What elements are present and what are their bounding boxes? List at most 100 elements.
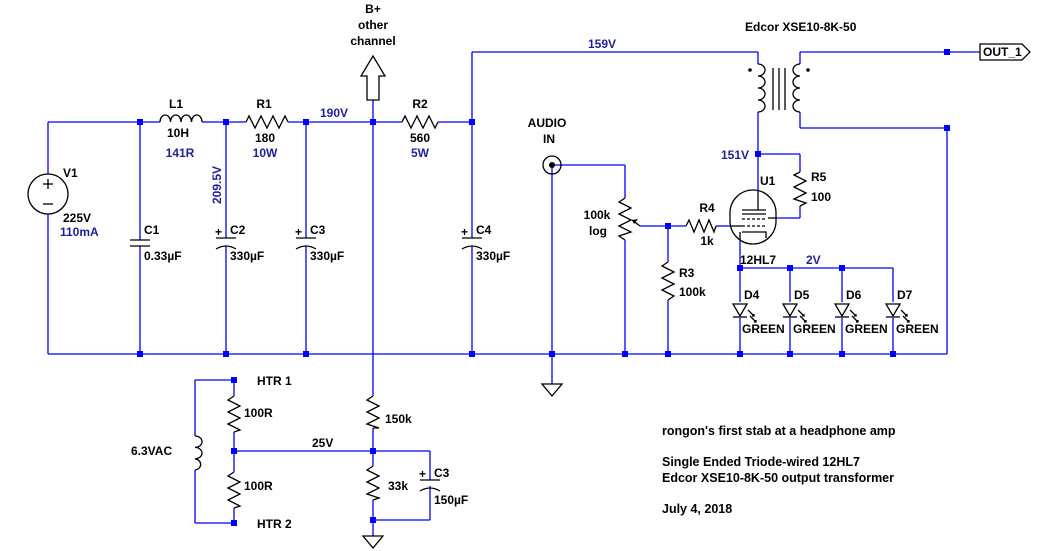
r5-name: R5 [811, 170, 827, 184]
transformer-label: Edcor XSE10-8K-50 [745, 20, 857, 34]
voltage-209v: 209.5V [210, 166, 224, 204]
r2-resistor [401, 114, 439, 130]
c4-capacitor: + [461, 225, 483, 250]
diode-d6 [833, 303, 859, 323]
voltage-labels: 209.5V 190V 159V 151V 2V 25V [210, 37, 821, 450]
diode-d5 [781, 303, 807, 323]
r2-value: 560 [410, 131, 430, 145]
d7-value: GREEN [896, 322, 939, 336]
note-title: rongon's first stab at a headphone amp [662, 424, 896, 438]
d4-name: D4 [744, 288, 760, 302]
note-date: July 4, 2018 [662, 502, 732, 516]
d7-name: D7 [897, 288, 913, 302]
u1-type: 12HL7 [740, 253, 776, 267]
r5-resistor [792, 171, 808, 207]
audio-label-2: IN [543, 132, 555, 146]
r1-name: R1 [256, 97, 272, 111]
bplus-label-2: other [358, 18, 388, 32]
v1-name: V1 [63, 166, 78, 180]
r2-name: R2 [412, 97, 428, 111]
diode-d7 [884, 303, 910, 323]
r100-top [226, 395, 242, 433]
volume-potentiometer [617, 197, 641, 241]
c3b-value: 150µF [434, 493, 468, 507]
r1-value: 180 [255, 131, 275, 145]
svg-text:+: + [461, 225, 468, 239]
c3-name: C3 [310, 223, 326, 237]
r2-power: 5W [411, 146, 430, 160]
d5-value: GREEN [793, 322, 836, 336]
r100-bottom [226, 471, 242, 509]
voltage-159v: 159V [588, 37, 616, 51]
voltage-25v: 25V [312, 436, 333, 450]
svg-text:+: + [215, 225, 222, 239]
r150k-label: 150k [385, 412, 412, 426]
d6-name: D6 [846, 288, 862, 302]
v1-voltage-source [27, 173, 69, 215]
out-label: OUT_1 [983, 45, 1022, 59]
ground-icon-audio [540, 383, 564, 398]
r33k-label: 33k [388, 479, 408, 493]
c3b-name: C3 [434, 466, 450, 480]
pot-value: 100k [584, 208, 611, 222]
r4-name: R4 [699, 201, 715, 215]
r4-resistor [685, 218, 717, 234]
r3-resistor [660, 261, 676, 301]
r100-top-label: 100R [244, 406, 273, 420]
voltage-2v: 2V [806, 253, 821, 267]
wires [47, 51, 980, 536]
bplus-label-3: channel [350, 34, 395, 48]
d6-value: GREEN [845, 322, 888, 336]
note-line-1: Single Ended Triode-wired 12HL7 [662, 455, 860, 469]
c1-name: C1 [144, 223, 160, 237]
output-transformer [748, 63, 810, 113]
c4-name: C4 [476, 223, 492, 237]
r1-resistor [245, 114, 289, 130]
component-labels: B+ other channel Edcor XSE10-8K-50 OUT_1… [60, 2, 1022, 531]
pot-taper: log [589, 224, 607, 238]
heater-winding [194, 435, 203, 471]
c1-value: 0.33µF [144, 249, 182, 263]
diode-d4 [731, 303, 757, 323]
r5-value: 100 [811, 190, 831, 204]
svg-text:+: + [295, 225, 302, 239]
u1-tube [729, 189, 777, 245]
r3-value: 100k [679, 285, 706, 299]
voltage-151v: 151V [721, 148, 749, 162]
note-line-2: Edcor XSE10-8K-50 output transformer [662, 471, 894, 485]
l1-inductor [159, 114, 203, 123]
audio-jack-icon [542, 155, 562, 175]
out-port [979, 43, 1031, 61]
l1-resistance: 141R [166, 146, 195, 160]
c3-capacitor: + [295, 225, 317, 250]
c2-name: C2 [230, 223, 246, 237]
d4-value: GREEN [742, 322, 785, 336]
v1-current: 110mA [60, 225, 99, 239]
schematic-notes: rongon's first stab at a headphone amp S… [662, 424, 896, 516]
c1-capacitor [130, 239, 150, 247]
r4-value: 1k [700, 234, 714, 248]
ground-icon-heater [361, 535, 385, 550]
r33k-resistor [365, 465, 382, 501]
audio-label-1: AUDIO [528, 116, 567, 130]
c2-capacitor: + [215, 225, 237, 250]
r1-power: 10W [253, 146, 278, 160]
v1-value: 225V [63, 211, 91, 225]
c2-value: 330µF [230, 249, 264, 263]
c3-value: 330µF [310, 249, 344, 263]
vac-label: 6.3VAC [131, 444, 172, 458]
htr1-label: HTR 1 [257, 374, 292, 388]
voltage-190v: 190V [320, 106, 348, 120]
c3b-capacitor: + [419, 467, 441, 492]
r150k-resistor [365, 395, 381, 429]
junction-dots [137, 49, 950, 526]
u1-name: U1 [760, 174, 776, 188]
l1-value: 10H [167, 126, 189, 140]
d5-name: D5 [794, 288, 810, 302]
r100-bottom-label: 100R [244, 479, 273, 493]
bplus-label-1: B+ [365, 2, 381, 16]
htr2-label: HTR 2 [257, 517, 292, 531]
r3-name: R3 [679, 266, 695, 280]
c4-value: 330µF [476, 249, 510, 263]
